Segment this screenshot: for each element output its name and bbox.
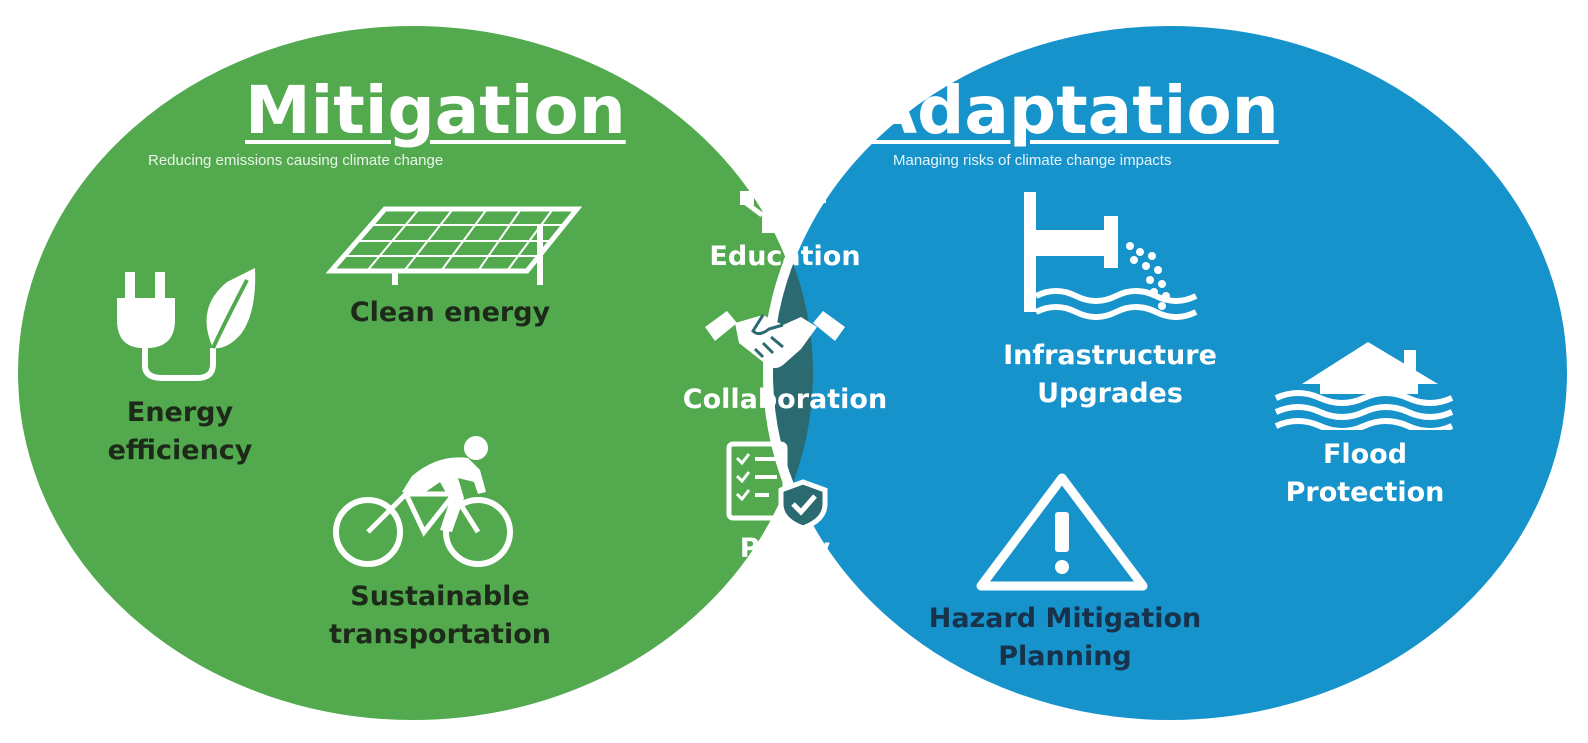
education-label: Education (709, 241, 861, 272)
cyclist-icon (328, 434, 518, 569)
plug-leaf-icon (115, 268, 260, 383)
mitigation-title: Mitigation (245, 72, 626, 149)
education-icon (738, 165, 828, 240)
mitigation-subtitle: Reducing emissions causing climate chang… (148, 152, 444, 169)
overlap-region (763, 21, 813, 725)
policy-checklist-icon (725, 440, 830, 530)
collaboration-label: Collaboration (682, 384, 888, 415)
adaptation-title: Adaptation (866, 72, 1279, 149)
energy-efficiency-label: Energy efficiency (107, 397, 253, 466)
flood-protection-label: Flood Protection (1285, 439, 1445, 508)
adaptation-subtitle: Managing risks of climate change impacts (893, 152, 1172, 169)
handshake-icon (705, 305, 845, 375)
clean-energy-label: Clean energy (349, 297, 551, 328)
flooded-house-icon (1272, 340, 1467, 430)
policy-label: Policy (739, 533, 831, 564)
warning-triangle-icon (975, 470, 1150, 595)
solar-panel-icon (325, 205, 585, 285)
infrastructure-upgrades-label: Infrastructure Upgrades (1003, 340, 1217, 409)
hazard-mitigation-planning-label: Hazard Mitigation Planning (928, 603, 1202, 672)
sustainable-transportation-label: Sustainable transportation (329, 581, 551, 650)
drainage-pipe-icon (1020, 190, 1205, 320)
